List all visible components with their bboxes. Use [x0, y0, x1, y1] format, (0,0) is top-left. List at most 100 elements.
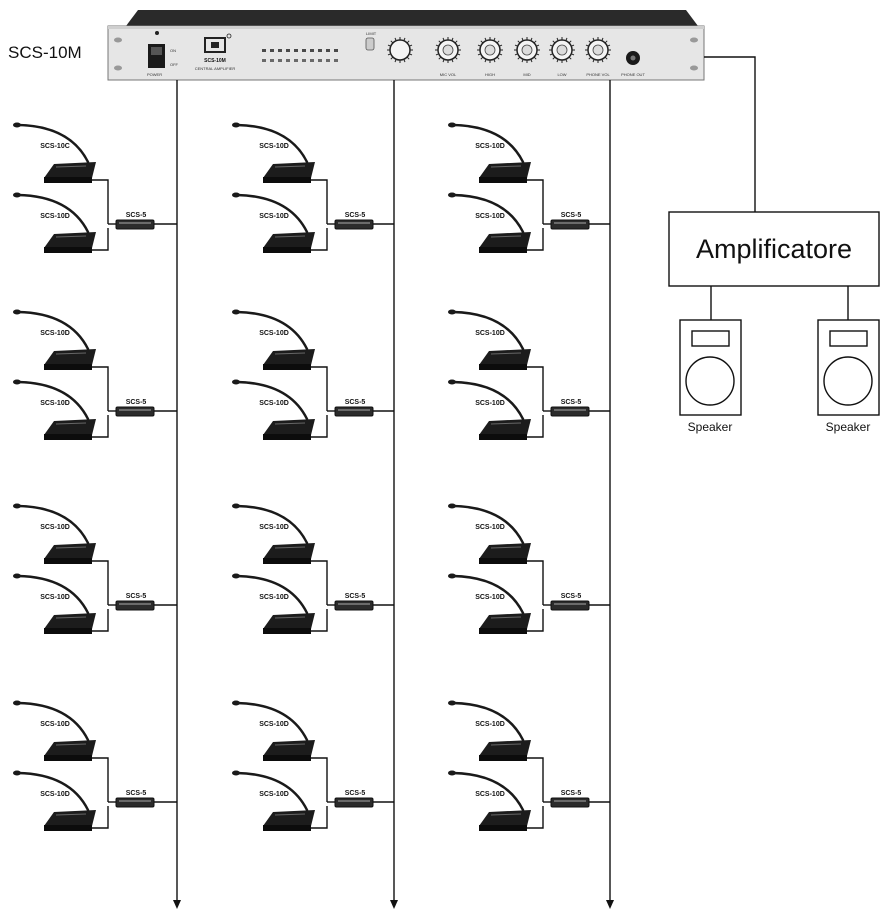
switch-off-label: OFF: [170, 62, 179, 67]
amp-feed-wire: [704, 56, 756, 212]
conference-microphone: [13, 192, 96, 253]
power-label: POWER: [147, 72, 162, 77]
level-led: [294, 49, 298, 52]
conference-microphone: [232, 122, 315, 183]
amplifier-box: [668, 211, 880, 287]
limit-switch[interactable]: [365, 37, 375, 51]
brand-logo: [204, 33, 232, 53]
amplifier-label: Amplificatore: [696, 234, 852, 264]
junction-box: [115, 600, 155, 611]
microphone-label: SCS-10D: [259, 330, 289, 337]
knob[interactable]: [549, 37, 575, 63]
conference-microphone: [13, 573, 96, 634]
level-led: [278, 49, 282, 52]
rack-hole: [114, 37, 122, 43]
junction-box: [550, 219, 590, 230]
microphone-label: SCS-10D: [40, 330, 70, 337]
junction-box-label: SCS-5: [345, 593, 366, 600]
conference-microphone: [232, 573, 315, 634]
level-led: [326, 49, 330, 52]
conference-microphone: [232, 770, 315, 831]
junction-box-label: SCS-5: [561, 399, 582, 406]
level-led: [286, 49, 290, 52]
conference-microphone: [448, 503, 531, 564]
level-led: [310, 59, 314, 62]
conference-microphone: [232, 192, 315, 253]
conference-microphone: [13, 770, 96, 831]
junction-box-label: SCS-5: [345, 212, 366, 219]
junction-box: [334, 600, 374, 611]
level-led: [326, 59, 330, 62]
microphone-label: SCS-10D: [259, 524, 289, 531]
microphone-label: SCS-10D: [259, 143, 289, 150]
microphone-label: SCS-10D: [475, 791, 505, 798]
conference-microphone: [448, 379, 531, 440]
junction-box: [550, 797, 590, 808]
continuation-arrow: [606, 900, 614, 909]
conference-microphone: [448, 770, 531, 831]
speaker-label: Speaker: [688, 420, 733, 434]
junction-box: [115, 219, 155, 230]
switch-on-label: ON: [170, 48, 176, 53]
microphone-label: SCS-10D: [259, 594, 289, 601]
knob[interactable]: [477, 37, 503, 63]
channel-led-meter: [262, 49, 338, 62]
rack-top: [126, 10, 698, 26]
junction-box-label: SCS-5: [126, 399, 147, 406]
mic-group: SCS-10D SCS-10D SCS-5: [13, 700, 177, 831]
level-led: [270, 49, 274, 52]
amplifier-section: Amplificatore Speaker Speaker: [668, 56, 880, 434]
rack-hole: [690, 65, 698, 71]
junction-box: [115, 797, 155, 808]
level-led: [318, 49, 322, 52]
conference-microphone: [232, 503, 315, 564]
continuation-arrow: [390, 900, 398, 909]
knob-label: LOW: [557, 72, 566, 77]
junction-box: [115, 406, 155, 417]
conference-microphone: [13, 309, 96, 370]
central-unit-label: SCS-10M: [8, 43, 82, 62]
conference-microphone: [448, 700, 531, 761]
power-led: [155, 31, 159, 35]
junction-box-label: SCS-5: [561, 593, 582, 600]
level-led: [310, 49, 314, 52]
rack-hole: [690, 37, 698, 43]
junction-box: [550, 600, 590, 611]
conference-microphone: [13, 379, 96, 440]
master-volume-knob[interactable]: [387, 37, 413, 63]
microphone-label: SCS-10D: [475, 213, 505, 220]
phone-out-label: PHONE OUT: [621, 72, 645, 77]
junction-box: [334, 797, 374, 808]
microphone-label: SCS-10D: [475, 400, 505, 407]
microphone-label: SCS-10D: [259, 213, 289, 220]
mic-group: SCS-10D SCS-10D SCS-5: [232, 122, 394, 253]
conference-microphone: [232, 700, 315, 761]
faceplate-subtitle: CENTRAL AMPLIFIER: [195, 66, 236, 71]
microphone-label: SCS-10D: [40, 791, 70, 798]
microphone-label: SCS-10D: [40, 213, 70, 220]
central-unit: SCS-10M ON OFF POWER SCS-10M CENTRAL AMP…: [8, 10, 705, 81]
junction-box: [334, 406, 374, 417]
knob-label: MIC VOL: [440, 72, 457, 77]
knob[interactable]: [514, 37, 540, 63]
microphone-label: SCS-10D: [40, 721, 70, 728]
level-led: [302, 49, 306, 52]
junction-box-label: SCS-5: [561, 212, 582, 219]
junction-box-label: SCS-5: [126, 790, 147, 797]
knob[interactable]: [585, 37, 611, 63]
knob-label: HIGH: [485, 72, 495, 77]
level-led: [278, 59, 282, 62]
knob[interactable]: [435, 37, 461, 63]
level-led: [318, 59, 322, 62]
conference-microphone: [448, 309, 531, 370]
